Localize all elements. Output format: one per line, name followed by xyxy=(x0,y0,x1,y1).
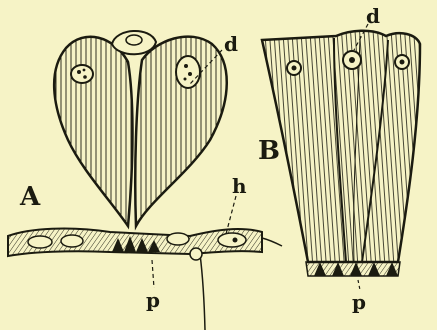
panel-b-label: B xyxy=(258,138,280,164)
nucleus-right xyxy=(176,56,200,88)
nucleus-b-1 xyxy=(287,61,301,75)
panel-a-label: A xyxy=(20,184,40,210)
nucleus-b-2 xyxy=(343,51,361,69)
label-b-p: p xyxy=(352,292,366,312)
label-a-h: h xyxy=(232,176,247,196)
label-b-d: d xyxy=(366,6,380,26)
label-a-p: p xyxy=(146,290,160,310)
label-a-d: d xyxy=(224,34,238,54)
leader-a-p xyxy=(152,260,154,288)
taste-cell-left xyxy=(54,37,132,226)
panel-b-drawing xyxy=(262,24,420,290)
nerve-fiber xyxy=(200,254,205,330)
nucleus-b-3 xyxy=(395,55,409,69)
nucleus-left xyxy=(71,65,93,83)
leader-b-p xyxy=(358,280,360,290)
